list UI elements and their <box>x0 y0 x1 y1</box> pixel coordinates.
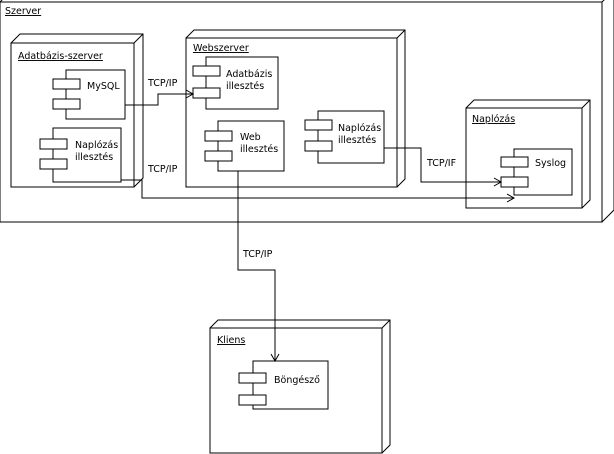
component-label-mysql: MySQL <box>87 81 120 92</box>
component-label-adatbazis-illesztes-line1: Adatbázis <box>226 69 272 80</box>
connection-naplo1-syslog: TCP/IP <box>121 164 516 203</box>
connection-mysql-adatbazis: TCP/IP <box>125 78 195 106</box>
connection-naplo2-syslog: TCP/IF <box>384 147 503 187</box>
component-label-naplozas-illesztes-1-line1: Naplózás <box>75 140 118 151</box>
component-naplozas-illesztes-1: Naplózás illesztés <box>39 127 122 183</box>
connection-label-naplo2-syslog: TCP/IF <box>426 158 456 169</box>
component-label-web-illesztes-line2: illesztés <box>240 144 278 155</box>
component-label-naplozas-illesztes-1-line2: illesztés <box>75 152 113 163</box>
component-web-illesztes: Web illesztés <box>204 120 285 172</box>
connection-web-bongeszo: TCP/IP <box>237 171 280 363</box>
component-label-syslog: Syslog <box>535 158 566 169</box>
node-label-szerver: Szerver <box>5 6 41 17</box>
node-label-kliens: Kliens <box>217 335 245 346</box>
component-label-adatbazis-illesztes-line2: illesztés <box>226 81 264 92</box>
component-naplozas-illesztes-2: Naplózás illesztés <box>304 110 385 164</box>
component-bongeszo: Böngésző <box>238 360 329 410</box>
connection-label-web-bongeszo: TCP/IP <box>242 249 273 260</box>
node-label-naplozas: Naplózás <box>472 114 515 125</box>
component-mysql: MySQL <box>52 69 126 120</box>
connection-label-mysql-adatbazis: TCP/IP <box>147 78 178 89</box>
component-label-naplozas-illesztes-2-line1: Naplózás <box>338 123 381 134</box>
component-adatbazis-illesztes: Adatbázis illesztés <box>192 56 279 110</box>
component-label-web-illesztes-line1: Web <box>240 132 261 143</box>
node-label-webszerver: Webszerver <box>193 43 249 54</box>
component-label-bongeszo: Böngésző <box>274 375 320 386</box>
connection-label-naplo1-syslog: TCP/IP <box>147 164 178 175</box>
node-label-adatbazis-szerver: Adatbázis-szerver <box>18 51 103 62</box>
component-syslog: Syslog <box>500 148 573 196</box>
component-label-naplozas-illesztes-2-line2: illesztés <box>338 135 376 146</box>
